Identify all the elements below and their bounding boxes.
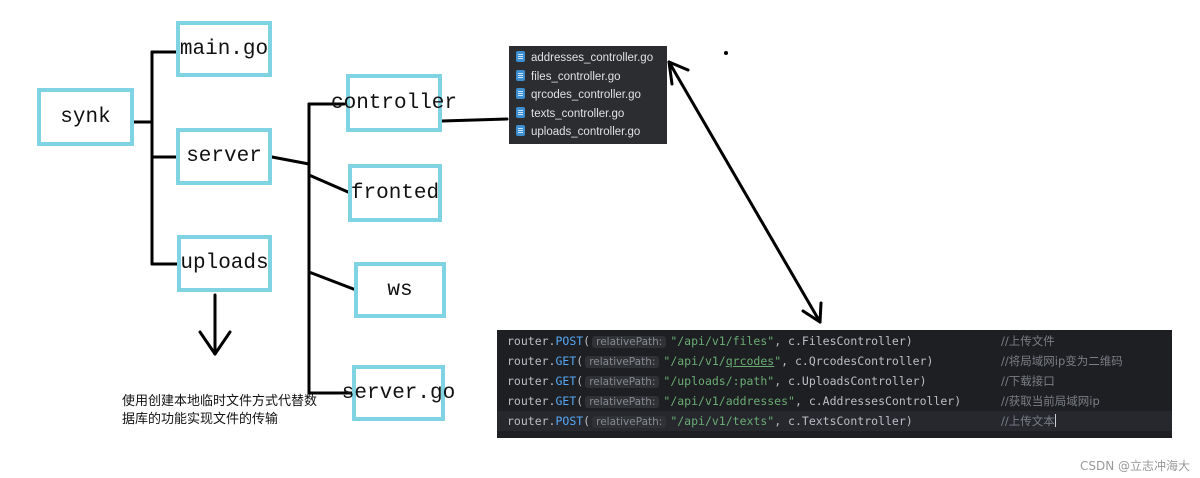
code-line: router.GET(relativePath:"/api/v1/qrcodes…: [507, 354, 1123, 368]
go-file-icon: [516, 106, 525, 118]
file-list-panel: addresses_controller.go files_controller…: [509, 46, 667, 144]
node-controller: controller: [331, 74, 457, 132]
file-item[interactable]: uploads_controller.go: [516, 123, 667, 142]
watermark: CSDN @立志冲海大: [1079, 459, 1190, 473]
node-server-go: server.go: [342, 365, 455, 421]
go-file-icon: [516, 125, 525, 136]
uploads-note: 使用创建本地临时文件方式代替数据库的功能实现文件的传输: [122, 394, 318, 427]
go-file-icon: [516, 51, 525, 62]
go-file-icon: [516, 88, 525, 99]
code-line: router.GET(relativePath:"/uploads/:path"…: [507, 374, 1055, 388]
text-cursor: [1054, 414, 1056, 427]
node-fronted: fronted: [348, 164, 442, 222]
file-item[interactable]: texts_controller.go: [516, 105, 667, 124]
param-hint: relativePath:: [592, 416, 667, 428]
node-synk: synk: [37, 88, 134, 146]
go-file-icon: [516, 69, 525, 81]
node-main-go: main.go: [176, 21, 272, 77]
param-hint: relativePath:: [585, 356, 660, 368]
node-uploads: uploads: [177, 235, 272, 292]
param-hint: relativePath:: [592, 336, 667, 348]
code-line: router.POST(relativePath:"/api/v1/files"…: [507, 334, 1055, 348]
code-editor-panel: router.POST(relativePath:"/api/v1/files"…: [497, 330, 1172, 438]
file-item[interactable]: addresses_controller.go: [516, 49, 667, 68]
param-hint: relativePath:: [585, 396, 660, 408]
code-line-current: router.POST(relativePath:"/api/v1/texts"…: [497, 411, 1172, 431]
file-item[interactable]: files_controller.go: [516, 68, 667, 87]
file-item[interactable]: qrcodes_controller.go: [516, 86, 667, 105]
code-line: router.GET(relativePath:"/api/v1/address…: [507, 394, 1100, 408]
node-server: server: [176, 128, 272, 185]
param-hint: relativePath:: [585, 376, 660, 388]
node-ws: ws: [354, 262, 446, 318]
